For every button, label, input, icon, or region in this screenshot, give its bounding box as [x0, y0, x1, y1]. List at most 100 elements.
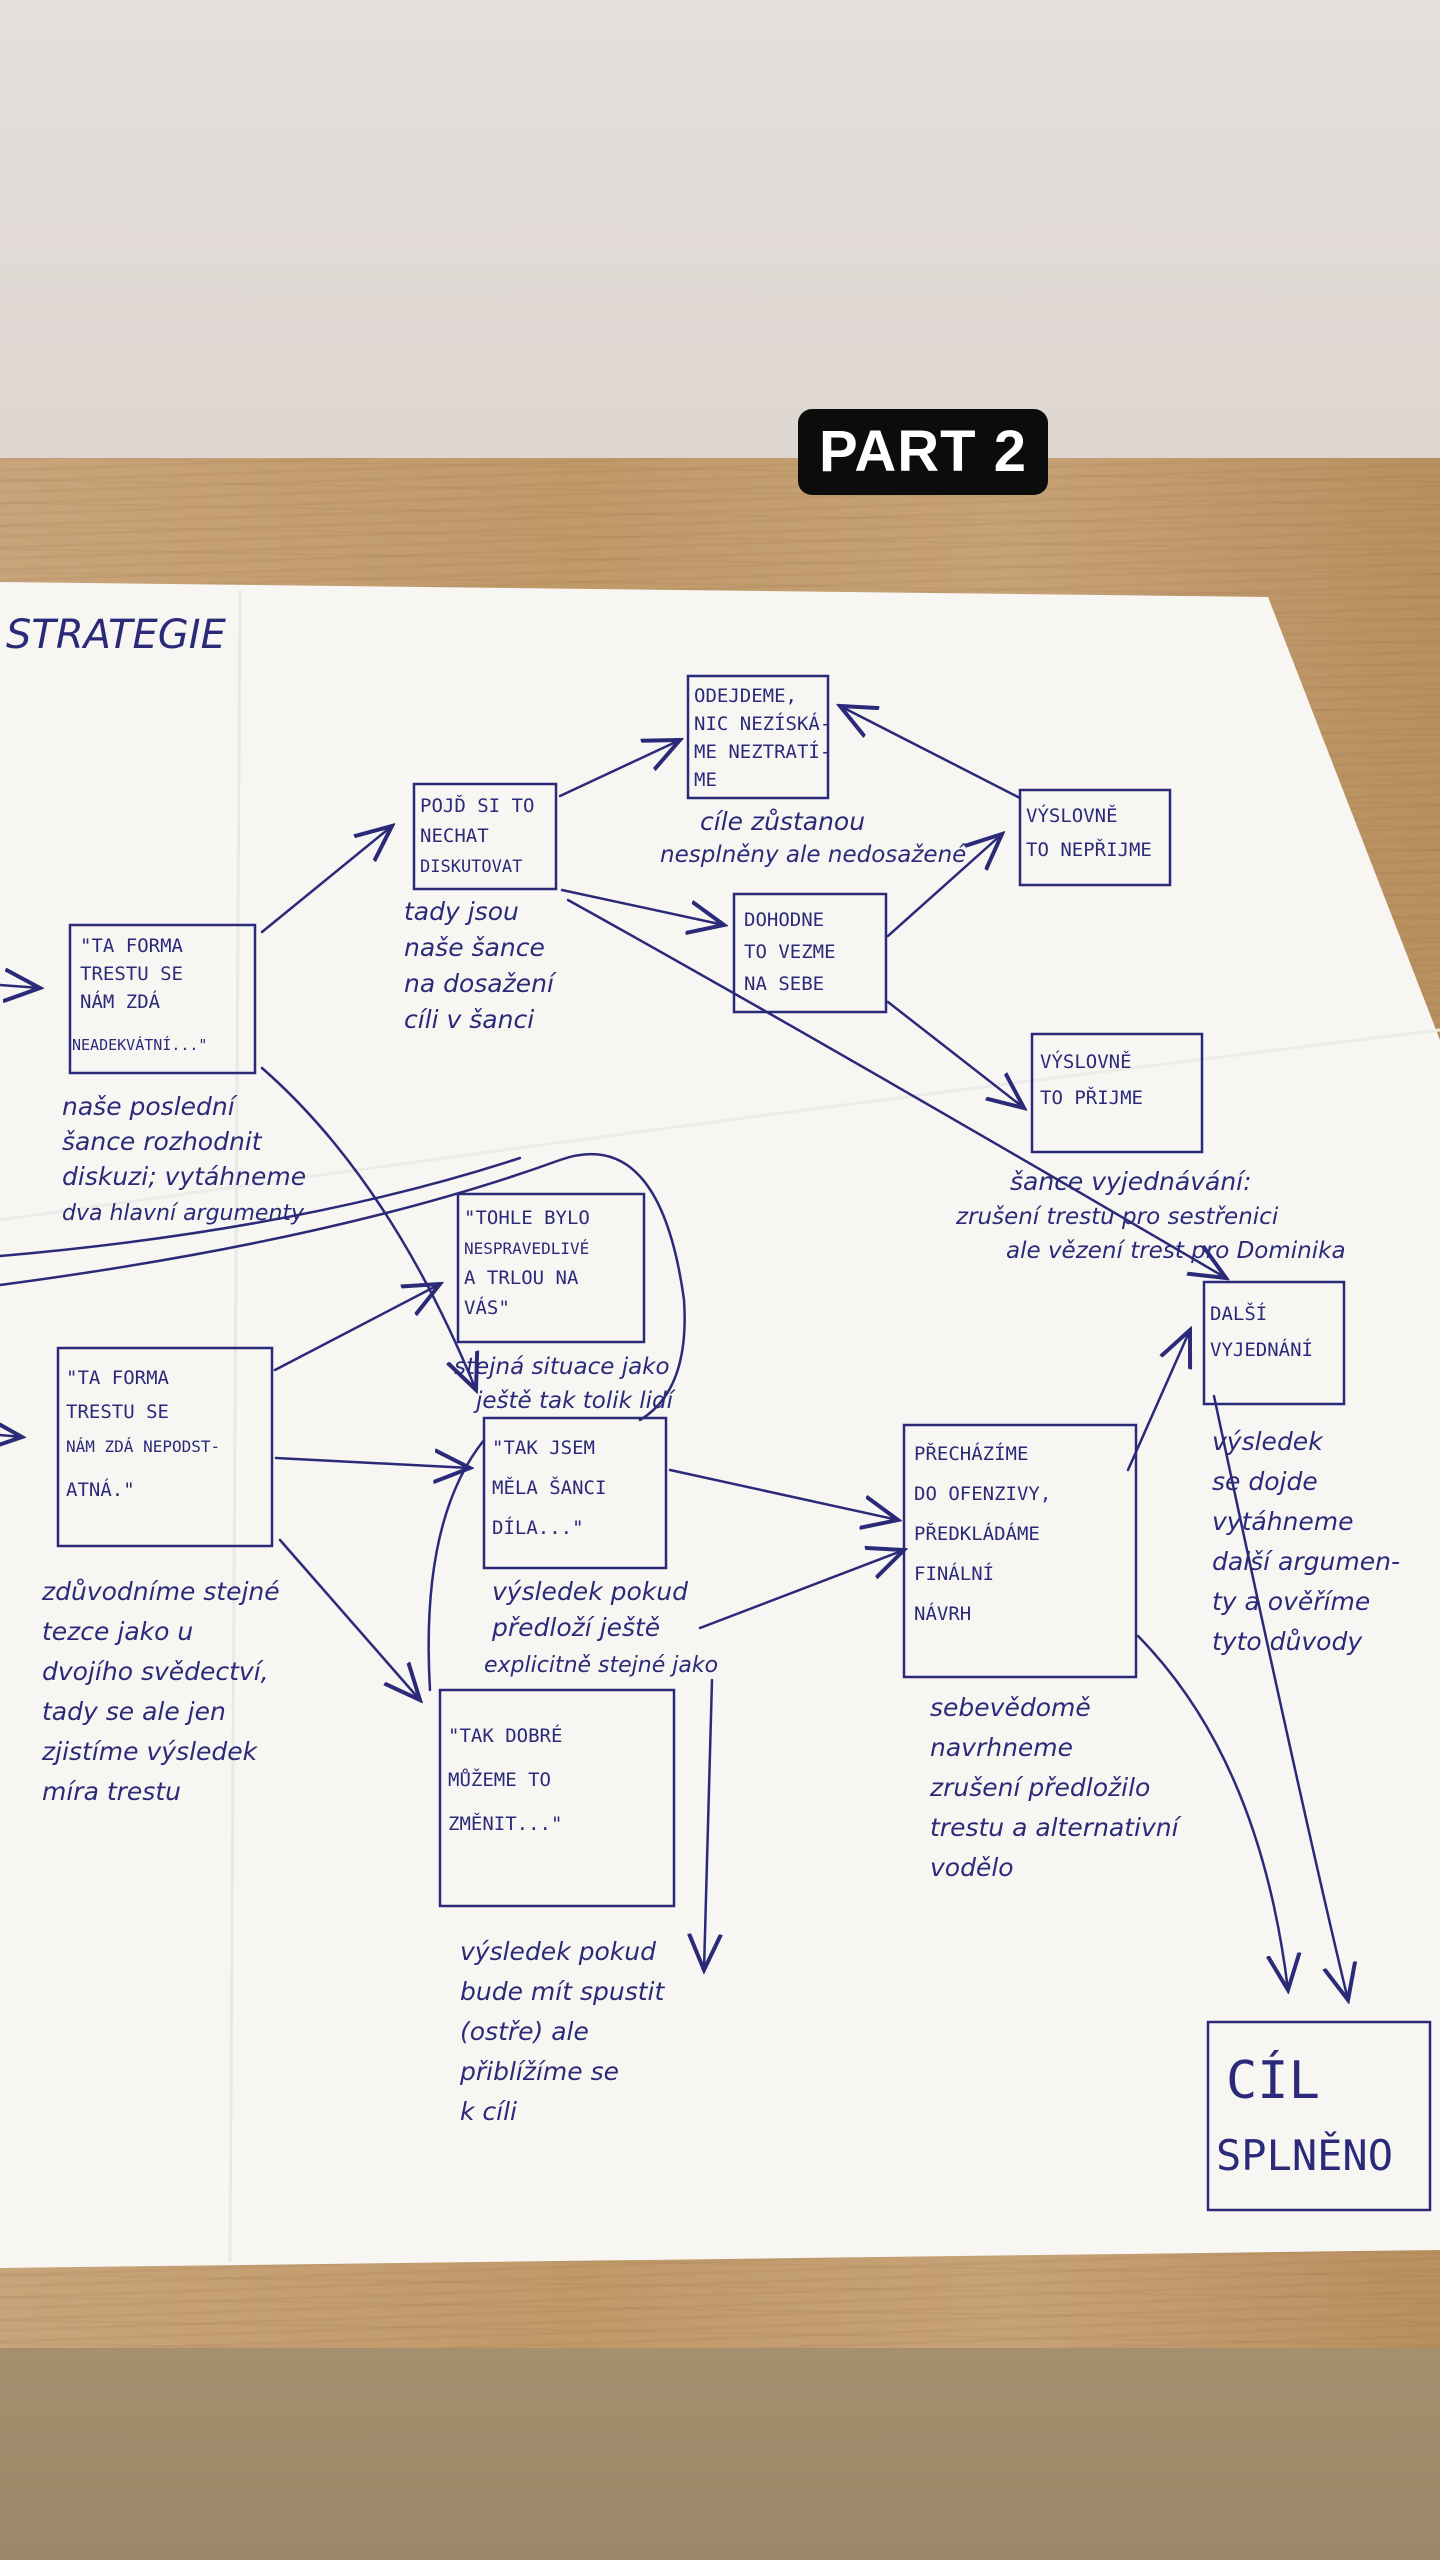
- note-text: šance vyjednávání:: [1010, 1167, 1252, 1196]
- note-text: zrušení předložilo: [929, 1773, 1150, 1802]
- box-text: ME NEZTRATÍ-: [694, 740, 831, 763]
- arrow: [566, 898, 1226, 1278]
- paper-sheet: [0, 582, 1440, 2268]
- note-text: tady jsou: [404, 897, 519, 926]
- note-text: tezce jako u: [42, 1617, 193, 1646]
- arrow: [1212, 1394, 1348, 2000]
- box-text: NESPRAVEDLIVÉ: [464, 1239, 589, 1258]
- note-text: výsledek pokud: [460, 1937, 656, 1966]
- note-text: předloží ještě: [491, 1613, 660, 1642]
- note-text: přiblížíme se: [459, 2057, 619, 2086]
- note-text: tyto důvody: [1212, 1627, 1363, 1656]
- paper-fold: [0, 1028, 1440, 1222]
- box-text: A TRLOU NA: [464, 1267, 579, 1289]
- box-frame: [456, 1192, 646, 1344]
- note-text: naše šance: [404, 933, 545, 962]
- box-text: ZMĚNIT...": [448, 1812, 562, 1835]
- arrow: [668, 1468, 898, 1520]
- box-text: TO VEZME: [744, 941, 836, 963]
- note-text: naše poslední: [62, 1092, 238, 1121]
- box-text: PŘECHÁZÍME: [914, 1442, 1028, 1465]
- box-frame: [732, 892, 888, 1014]
- arrow: [260, 1066, 476, 1390]
- box-frame: [68, 923, 257, 1075]
- box-text: POJĎ SI TO: [420, 794, 534, 817]
- box-text: DO OFENZIVY,: [914, 1483, 1051, 1505]
- note-text: míra trestu: [42, 1777, 181, 1806]
- box-text: DOHODNE: [744, 909, 824, 931]
- box-frame: [1018, 788, 1172, 887]
- box-frame: [1202, 1280, 1346, 1406]
- note-text: k cíli: [460, 2097, 517, 2126]
- arrow: [886, 834, 1002, 938]
- box-text: ODEJDEME,: [694, 685, 797, 707]
- paper-fold: [228, 589, 242, 2263]
- arrow: [840, 706, 1022, 800]
- arrow: [274, 1458, 470, 1468]
- box-frame: [482, 1416, 668, 1570]
- box-text: PŘEDKLÁDÁME: [914, 1522, 1040, 1545]
- note-text: ale vězení trest pro Dominika: [1006, 1238, 1346, 1264]
- arrow: [704, 1678, 712, 1970]
- box-text: NA SEBE: [744, 973, 824, 995]
- arrow: [886, 1000, 1024, 1108]
- note-text: se dojde: [1212, 1467, 1318, 1496]
- arrow: [1126, 1330, 1190, 1472]
- backdrop-floor: [0, 2348, 1440, 2560]
- box-text: DÍLA...": [492, 1516, 584, 1539]
- box-text: VÝSLOVNĚ: [1026, 804, 1118, 827]
- arrow: [0, 1156, 522, 1258]
- box-text: NÁM ZDÁ: [80, 990, 161, 1013]
- box-text: MŮŽEME TO: [448, 1767, 551, 1791]
- box-text: DALŠÍ: [1210, 1301, 1267, 1325]
- note-text: navrhneme: [930, 1733, 1073, 1762]
- box-frame: [1030, 1032, 1204, 1154]
- box-frame: [686, 674, 830, 800]
- arrow: [273, 1284, 440, 1372]
- note-text: nesplněny ale nedosažené: [660, 842, 966, 868]
- box-text: "TAK DOBRÉ: [448, 1724, 562, 1747]
- box-text: CÍL: [1226, 2050, 1320, 2111]
- box-text: NIC NEZÍSKÁ-: [694, 712, 831, 735]
- box-text: ATNÁ.": [66, 1478, 135, 1501]
- note-text: ještě tak tolik lidí: [473, 1388, 677, 1414]
- box-text: TO NEPŘIJME: [1026, 838, 1152, 861]
- note-text: ty a ověříme: [1212, 1587, 1370, 1616]
- box-text: VÝSLOVNĚ: [1040, 1050, 1132, 1073]
- note-text: stejná situace jako: [454, 1354, 670, 1380]
- box-text: VÁS": [464, 1296, 510, 1319]
- box-frame: [412, 782, 558, 891]
- arrow: [558, 740, 680, 798]
- note-text: explicitně stejné jako: [484, 1653, 718, 1678]
- note-text: zjistíme výsledek: [41, 1737, 259, 1766]
- arrow: [1136, 1634, 1288, 1990]
- note-text: (ostře) ale: [460, 2017, 589, 2046]
- arrow: [560, 888, 724, 925]
- box-text: NÁVRH: [914, 1602, 971, 1625]
- note-text: dva hlavní argumenty: [62, 1201, 305, 1226]
- box-text: TO PŘIJME: [1040, 1086, 1143, 1109]
- note-text: další argumen-: [1212, 1547, 1400, 1576]
- note-text: cíli v šanci: [404, 1005, 534, 1034]
- box-text: "TA FORMA: [80, 935, 184, 957]
- box-text: VYJEDNÁNÍ: [1210, 1338, 1313, 1361]
- box-frame: [1206, 2020, 1432, 2212]
- note-text: tady se ale jen: [42, 1697, 226, 1726]
- box-text: NÁM ZDÁ NEPODST-: [66, 1437, 220, 1456]
- box-text: "TAK JSEM: [492, 1437, 595, 1459]
- box-text: TRESTU SE: [66, 1401, 169, 1423]
- box-text: NEADEKVÁTNÍ...": [72, 1035, 207, 1054]
- arrow: [260, 826, 392, 934]
- arrow: [0, 985, 40, 988]
- note-text: na dosažení: [404, 969, 557, 998]
- box-text: NECHAT: [420, 825, 489, 847]
- box-text: "TOHLE BYLO: [464, 1207, 590, 1229]
- box-text: SPLNĚNO: [1216, 2130, 1393, 2180]
- box-label: "TA FORMA TRESTU SE NÁM ZDÁ NEADEKVÁTNÍ.…: [66, 685, 1393, 2180]
- backdrop-wall: [0, 0, 1440, 458]
- note-text: cíle zůstanou: [700, 807, 865, 836]
- arrow: [0, 1435, 22, 1437]
- box-text: "TA FORMA: [66, 1367, 170, 1389]
- part-label: PART 2: [798, 409, 1048, 495]
